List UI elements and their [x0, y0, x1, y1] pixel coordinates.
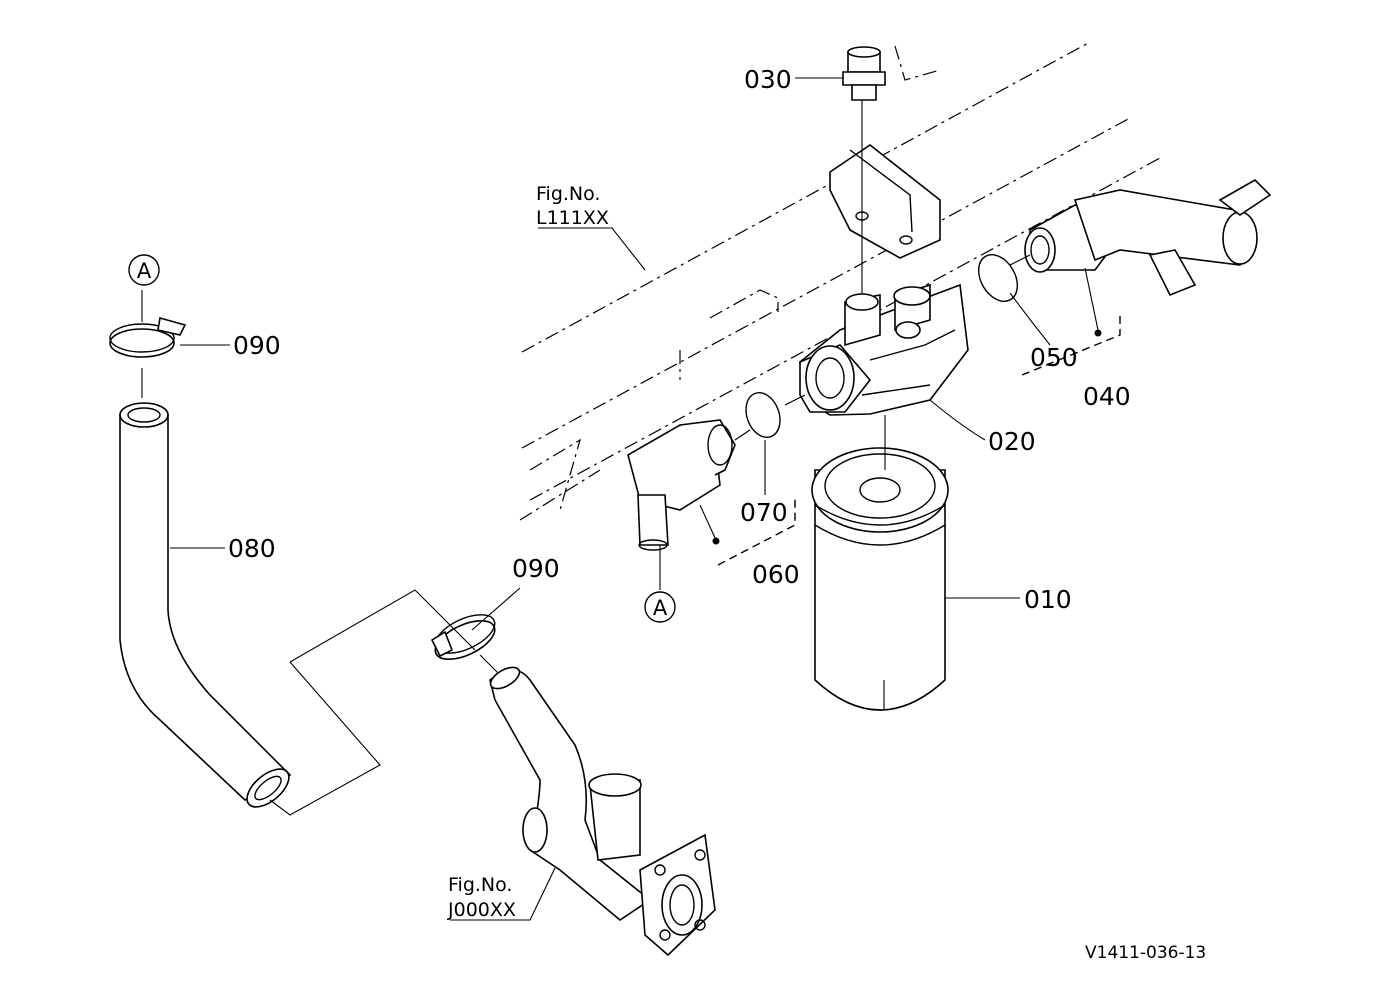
filter-head-020	[799, 283, 969, 416]
hose-080	[119, 402, 292, 808]
marker-a-bottom-text: A	[653, 596, 668, 620]
frame-phantom	[519, 41, 1161, 521]
hose-clamp-090-top	[109, 290, 187, 398]
marker-a-top-text: A	[137, 259, 152, 283]
part-label-040: 040	[1083, 382, 1131, 411]
fitting-060	[627, 394, 806, 551]
marker-a-bottom: A	[644, 591, 676, 623]
mounting-bracket	[829, 144, 941, 259]
part-label-010: 010	[1024, 585, 1072, 614]
part-label-020: 020	[988, 427, 1036, 456]
group-brackets	[712, 315, 1121, 566]
fig-ref-label-1: Fig.No.	[536, 183, 600, 205]
part-label-060: 060	[752, 560, 800, 589]
part-label-030: 030	[744, 65, 792, 94]
o-ring-070	[745, 392, 781, 438]
part-label-080: 080	[228, 534, 276, 563]
connection-lines	[269, 545, 661, 816]
hose-clamp-090-mid	[430, 614, 506, 681]
part-label-090-mid: 090	[512, 554, 560, 583]
fig-ref-number-2: J000XX	[447, 899, 516, 921]
part-label-050: 050	[1030, 343, 1078, 372]
drawing-id: V1411-036-13	[1085, 943, 1206, 963]
air-vent-bolt-030	[842, 46, 886, 300]
water-pipe-fitting	[489, 666, 716, 957]
fitting-040	[1009, 179, 1272, 297]
filter-cartridge-010	[811, 415, 949, 711]
fig-ref-number-1: L111XX	[536, 207, 609, 229]
marker-a-top: A	[128, 254, 160, 286]
o-ring-050	[977, 254, 1019, 302]
part-label-070: 070	[740, 498, 788, 527]
fig-ref-label-2: Fig.No.	[448, 874, 512, 896]
part-label-090-top: 090	[233, 331, 281, 360]
leader-lines	[170, 77, 1099, 921]
